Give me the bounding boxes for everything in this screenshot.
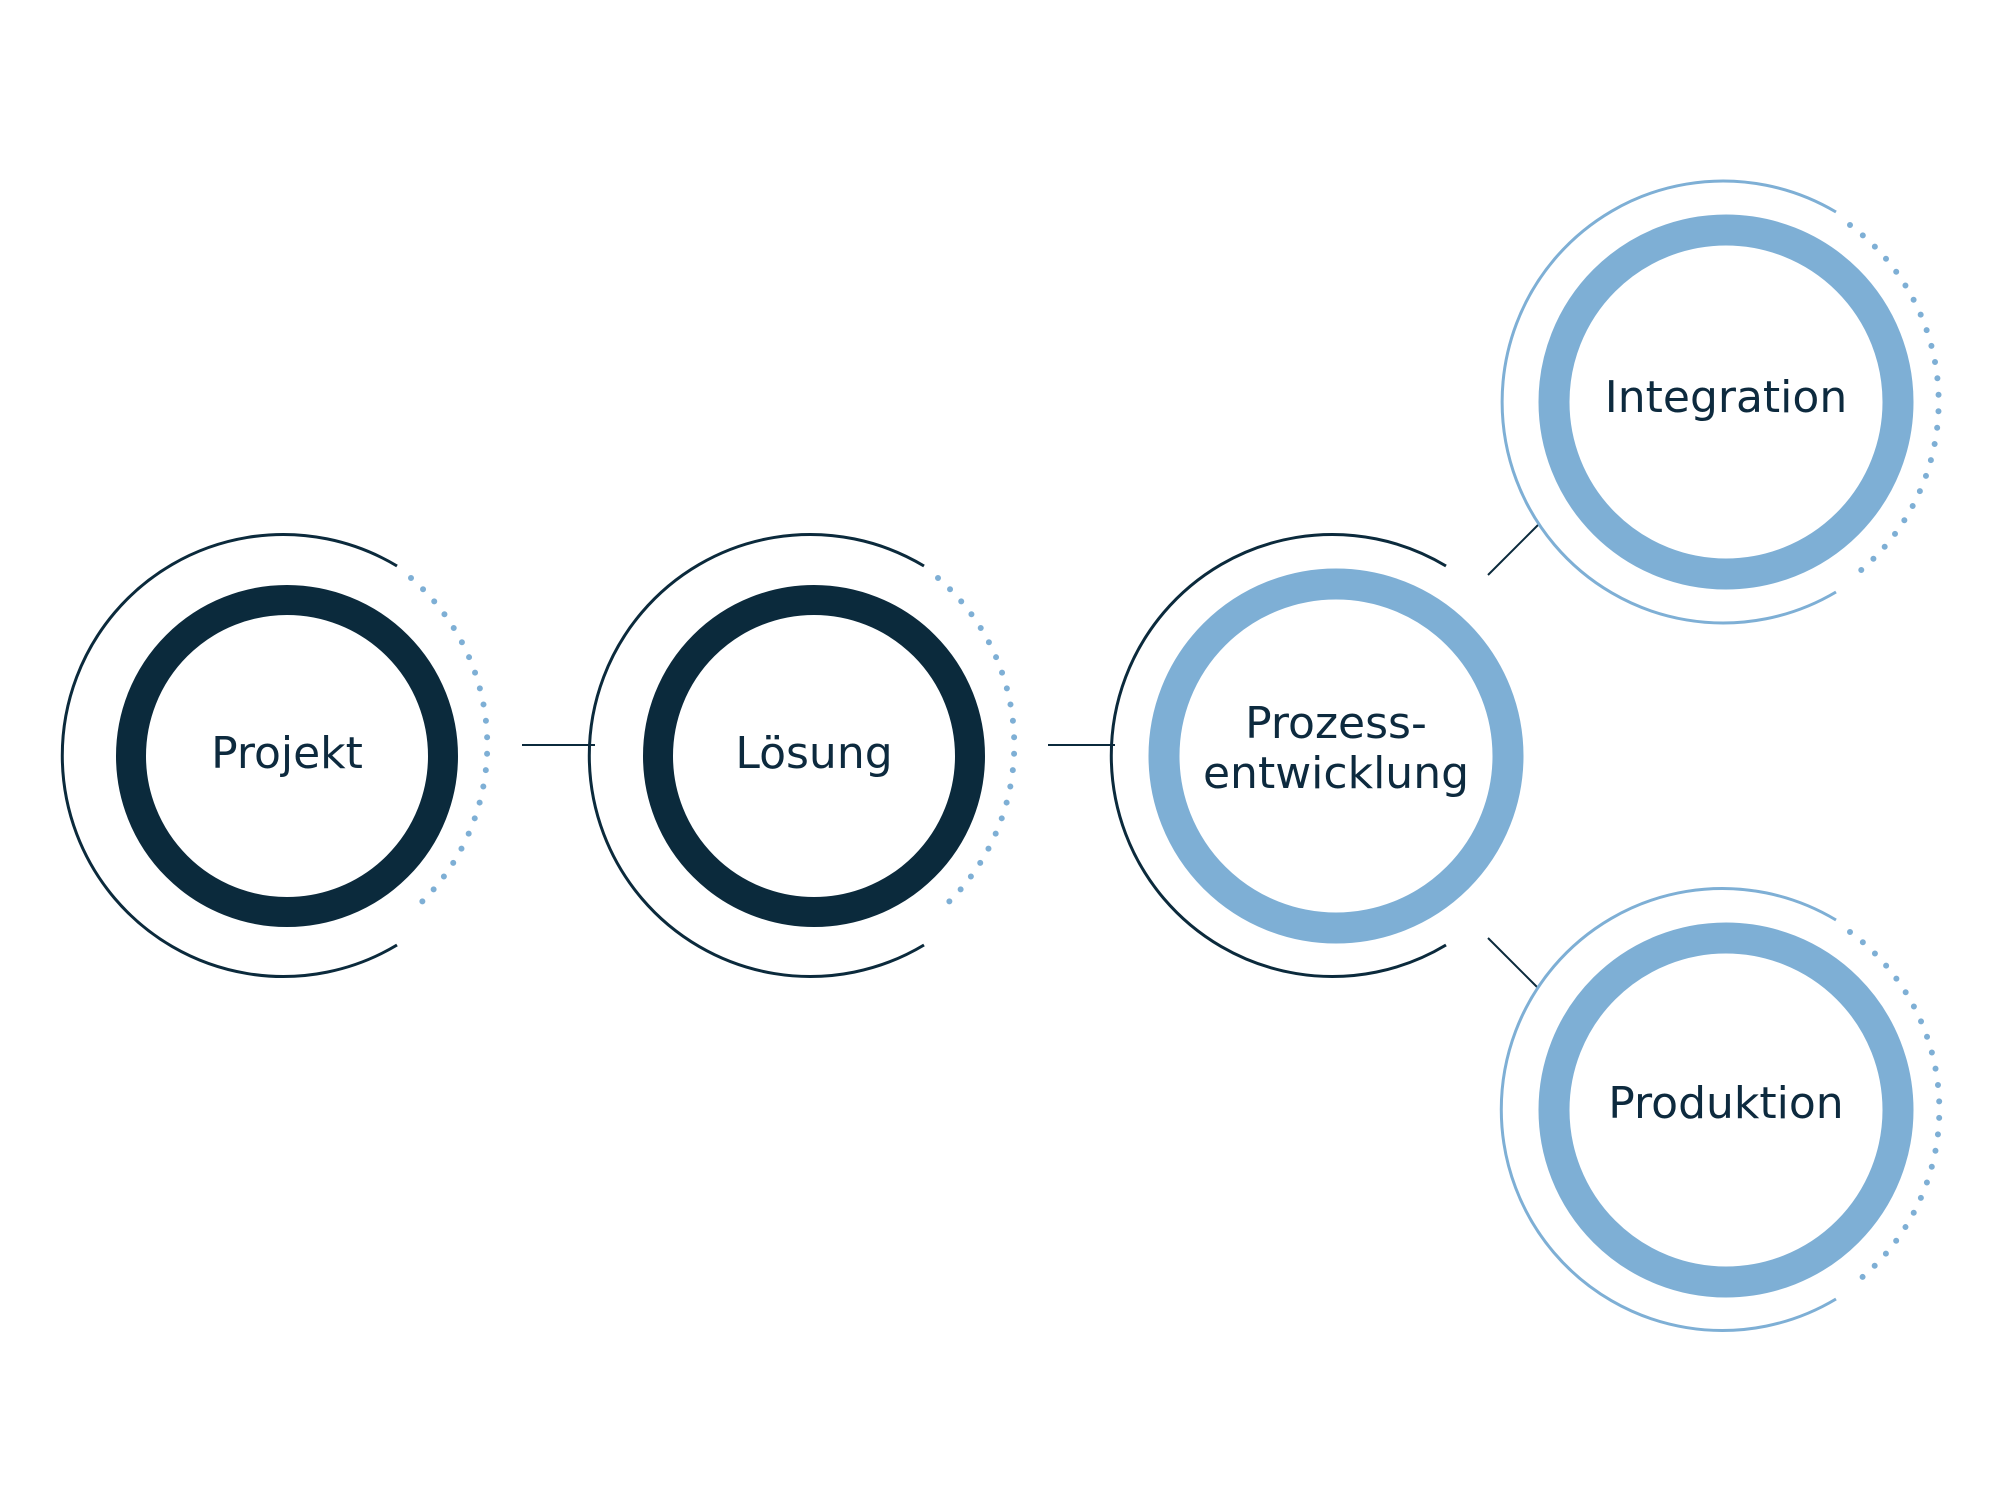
inner-ring	[643, 585, 985, 927]
node-label-line-2: entwicklung	[1203, 748, 1469, 799]
node-label: Produktion	[1608, 1078, 1843, 1129]
inner-ring	[116, 585, 458, 927]
inner-ring	[1538, 214, 1914, 590]
node-integration: Integration	[1500, 179, 1942, 625]
inner-ring	[1148, 568, 1524, 944]
connectors	[522, 524, 1539, 989]
node-produktion: Produktion	[1499, 887, 1943, 1332]
node-label-line-1: Prozess-	[1245, 698, 1427, 749]
node-label: Lösung	[735, 728, 892, 779]
node-projekt: Projekt	[60, 533, 491, 978]
outer-arc	[1109, 533, 1447, 978]
outer-arc	[1500, 179, 1837, 625]
outer-arc	[1499, 887, 1837, 1332]
connector-prozessentwicklung-produktion	[1487, 937, 1539, 989]
connector-prozessentwicklung-integration	[1487, 524, 1539, 576]
outer-arc	[587, 533, 925, 978]
node-prozessentwicklung: Prozess- entwicklung	[1109, 533, 1524, 978]
outer-arc	[60, 533, 398, 978]
inner-ring	[1538, 922, 1914, 1298]
node-label: Projekt	[211, 728, 363, 779]
node-loesung: Lösung	[587, 533, 1018, 978]
node-label: Integration	[1605, 372, 1847, 423]
